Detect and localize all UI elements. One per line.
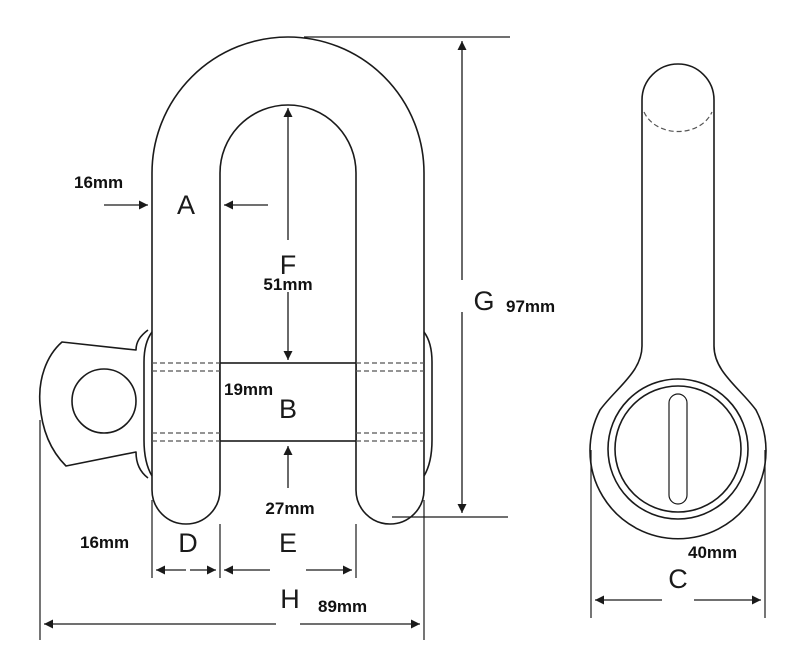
dimension-c-value: 40mm <box>688 543 737 562</box>
dimension-c-letter: C <box>668 564 688 594</box>
dimension-e-letter: E <box>279 528 297 558</box>
pin-eye-hole <box>71 368 137 434</box>
dimension-a-letter: A <box>177 190 195 220</box>
shackle-side-view <box>589 63 767 540</box>
dimension-g-value: 97mm <box>506 297 555 316</box>
dimension-a-value: 16mm <box>74 173 123 192</box>
side-view-pin-head-inner <box>614 385 742 513</box>
dimension-e-value: 27mm <box>265 499 314 518</box>
dimension-c: C 40mm <box>590 450 766 618</box>
dimension-f-value: 51mm <box>263 275 312 294</box>
side-view-body <box>589 63 767 540</box>
dimension-h-value: 89mm <box>318 597 367 616</box>
dimension-d-value: 16mm <box>80 533 129 552</box>
pin-eye-lug <box>38 329 149 479</box>
dimension-h: H 89mm <box>39 420 425 640</box>
dimension-a: A 16mm <box>74 173 268 220</box>
shackle-pin <box>219 362 357 442</box>
dimension-b-letter: B <box>279 394 297 424</box>
shackle-front-view <box>38 36 433 525</box>
dimension-e: 27mm E <box>219 446 357 578</box>
pin-cap-right <box>423 331 433 477</box>
side-view-pin-head-outer <box>607 378 749 520</box>
pin-cap-left <box>143 331 153 477</box>
dimension-d: D 16mm <box>80 500 216 578</box>
dimension-h-letter: H <box>280 584 300 614</box>
dimension-g-letter: G <box>473 286 494 316</box>
shackle-body <box>151 36 425 525</box>
side-view-pin-slot <box>668 393 688 505</box>
dimension-f: F 51mm <box>263 108 313 360</box>
dimension-b-value: 19mm <box>224 380 273 399</box>
side-view-top-hidden-edge <box>643 111 713 132</box>
dimension-f-letter: F <box>280 250 297 280</box>
dimension-d-letter: D <box>178 528 198 558</box>
dimension-b: B 19mm <box>224 380 297 424</box>
pin-hidden-lines <box>152 362 424 442</box>
dimension-g: G 97mm <box>304 36 555 518</box>
